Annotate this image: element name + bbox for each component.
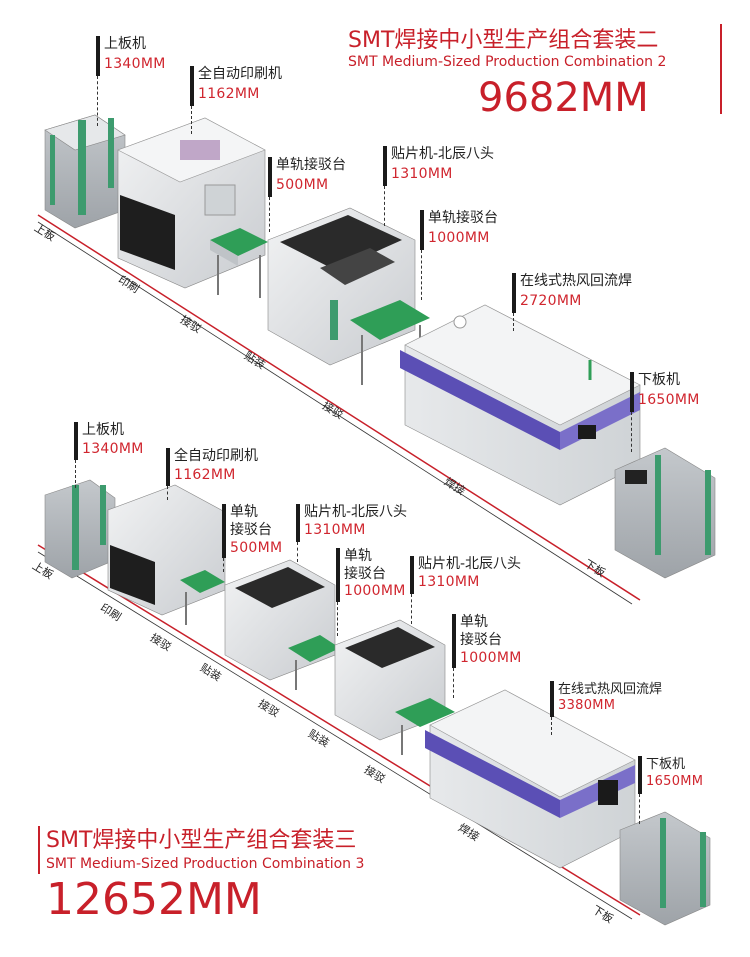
combo2-placement-machine: [267, 207, 416, 366]
machine-length: 1000MM: [428, 230, 490, 246]
machine-length: 1340MM: [104, 56, 166, 72]
machine-name: 下板机: [638, 372, 680, 388]
combo2-total-length: 9682MM: [478, 75, 649, 121]
combo2-unloader: [614, 447, 716, 579]
combo3-title-accent: [38, 826, 40, 874]
combo2-title-accent: [720, 24, 722, 114]
combo3-title-en: SMT Medium-Sized Production Combination …: [46, 856, 365, 872]
combo2-title-cn: SMT焊接中小型生产组合套装二: [348, 28, 659, 53]
machine-length: 1310MM: [391, 166, 453, 182]
machine-length: 1310MM: [418, 574, 480, 590]
combo2-loader: [44, 114, 126, 229]
machine-name-line2: 接驳台: [460, 632, 502, 648]
combo2-conveyor-1: [210, 228, 268, 298]
combo3-loader: [44, 479, 116, 579]
combo3-conveyor-2: [288, 635, 340, 690]
machine-name: 在线式热风回流焊: [558, 682, 663, 697]
combo2-reflow-oven: [400, 304, 641, 506]
machine-length: 2720MM: [520, 293, 582, 309]
combo3-total-length: 12652MM: [46, 874, 262, 925]
machine-length: 1000MM: [344, 583, 406, 599]
combo3-conveyor-1: [180, 570, 225, 625]
machine-name: 全自动印刷机: [198, 66, 282, 82]
combo3-title-cn: SMT焊接中小型生产组合套装三: [46, 828, 357, 853]
combo3-placement-machine-1: [224, 559, 336, 681]
machine-length: 3380MM: [558, 698, 616, 713]
machine-length: 1162MM: [174, 467, 236, 483]
machine-name-line1: 单轨: [230, 504, 258, 520]
machine-length: 1310MM: [304, 522, 366, 538]
machine-length: 500MM: [230, 540, 283, 556]
machine-length: 1340MM: [82, 441, 144, 457]
machine-length: 500MM: [276, 177, 329, 193]
machine-name-line2: 接驳台: [344, 566, 386, 582]
machine-name: 贴片机-北辰八头: [418, 556, 522, 572]
machine-name: 贴片机-北辰八头: [304, 504, 408, 520]
machine-name: 上板机: [104, 36, 146, 52]
machine-name-line1: 单轨: [344, 548, 372, 564]
machine-name: 单轨接驳台: [276, 157, 346, 173]
machine-length: 1650MM: [638, 392, 700, 408]
combo2-floor: [37, 214, 641, 605]
combo2-title-en: SMT Medium-Sized Production Combination …: [348, 54, 667, 70]
machine-length: 1162MM: [198, 86, 260, 102]
combo3-unloader: [619, 811, 711, 926]
combo3-conveyor-3: [395, 698, 455, 755]
machine-name-line1: 单轨: [460, 614, 488, 630]
machine-name: 下板机: [646, 757, 686, 772]
machine-length: 1650MM: [646, 774, 704, 789]
combo3-reflow-oven: [425, 689, 636, 869]
combo3-printer: [107, 484, 226, 616]
machine-length: 1000MM: [460, 650, 522, 666]
combo2-printer: [117, 117, 266, 289]
machine-name: 在线式热风回流焊: [520, 273, 632, 289]
machine-name-line2: 接驳台: [230, 522, 272, 538]
machine-name: 贴片机-北辰八头: [391, 146, 495, 162]
machine-name: 单轨接驳台: [428, 210, 498, 226]
machine-name: 上板机: [82, 422, 124, 438]
machine-name: 全自动印刷机: [174, 448, 258, 464]
